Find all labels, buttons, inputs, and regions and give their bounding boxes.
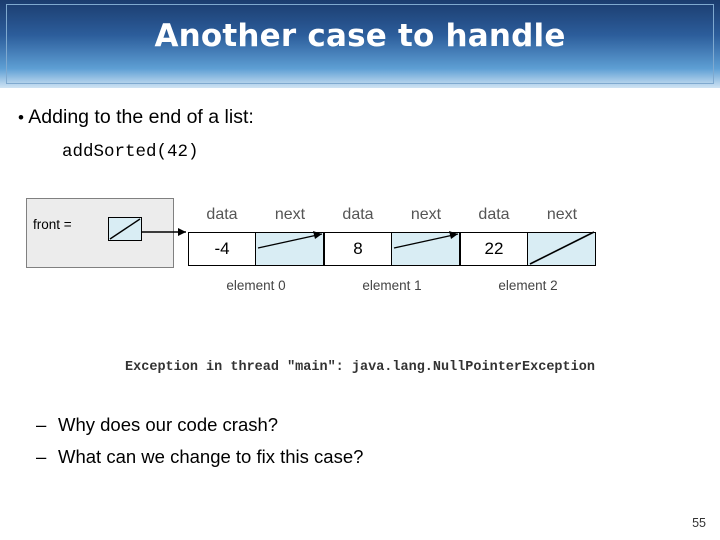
page-title: Another case to handle [154,18,566,54]
sub-bullet-1-text: Why does our code crash? [58,414,279,435]
slide-header-banner [0,0,720,88]
node-1-header-data: data [324,198,392,232]
header-inner-border [6,4,714,84]
node-0-label: element 0 [226,278,286,293]
main-bullet-text: Adding to the end of a list: [28,106,254,128]
dash-icon: – [36,446,47,467]
node-2-body: 22 [460,232,596,266]
front-variable-box [26,198,174,268]
main-bullet: • Adding to the end of a list: [18,106,254,129]
node-1-body: 8 [324,232,460,266]
node-2-header-data: data [460,198,528,232]
node-0-body: -4 [188,232,324,266]
node-0-next-cell [256,232,324,266]
node-0-header: data next [188,198,324,232]
page-number: 55 [692,516,706,530]
node-element-0: data next -4 [188,198,324,266]
node-2-next-cell [528,232,596,266]
node-2-header: data next [460,198,596,232]
node-2-header-next: next [528,198,596,232]
node-1-value: 8 [324,232,392,266]
sub-bullet-2-text: What can we change to fix this case? [58,446,364,467]
sub-bullet-2: –What can we change to fix this case? [36,446,363,468]
dash-icon: – [36,414,47,435]
node-2-value: 22 [460,232,528,266]
node-0-header-data: data [188,198,256,232]
node-element-2: data next 22 [460,198,596,266]
node-2-label: element 2 [498,278,558,293]
front-pointer-cell [108,217,142,241]
code-call: addSorted(42) [62,142,199,162]
node-1-next-cell [392,232,460,266]
node-0-header-next: next [256,198,324,232]
node-element-1: data next 8 [324,198,460,266]
node-0-value: -4 [188,232,256,266]
bullet-dot: • [18,108,24,127]
exception-message: Exception in thread "main": java.lang.Nu… [125,360,595,375]
node-1-header-next: next [392,198,460,232]
sub-bullet-1: –Why does our code crash? [36,414,278,436]
node-1-label: element 1 [362,278,422,293]
front-label: front = [33,217,72,232]
node-1-header: data next [324,198,460,232]
